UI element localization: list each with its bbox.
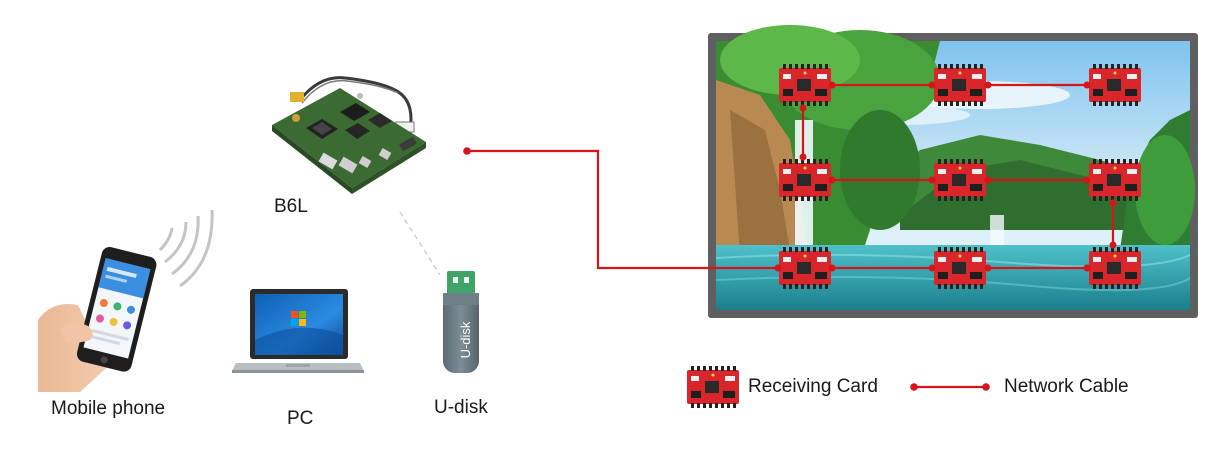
laptop-illustration	[232, 289, 364, 373]
controller-cable	[463, 147, 778, 270]
receiving-card-r1c3	[1089, 64, 1141, 106]
led-screen	[708, 25, 1198, 318]
udisk-dashed-link	[399, 211, 441, 276]
pc-label: PC	[287, 408, 314, 429]
receiving-card-r2c2	[934, 159, 986, 201]
receiving-card-r1c1	[779, 64, 831, 106]
link-dots	[774, 81, 1117, 272]
legend-cable-dot-right	[982, 383, 990, 391]
wifi-signal-icon	[158, 209, 214, 288]
legend-receiving-card-label: Receiving Card	[748, 376, 878, 397]
receiving-card-r2c1	[779, 159, 831, 201]
receiving-card-r2c3	[1089, 159, 1141, 201]
windows-logo-icon	[291, 311, 306, 326]
receiving-card-r3c2	[934, 247, 986, 289]
mobile-phone-label: Mobile phone	[51, 398, 166, 419]
receiving-card-r3c1	[779, 247, 831, 289]
receiving-card-r1c2	[934, 64, 986, 106]
udisk-label: U-disk	[434, 397, 488, 418]
mobile-phone-illustration	[38, 209, 214, 392]
legend-network-cable-label: Network Cable	[1004, 376, 1129, 397]
udisk-illustration: U-disk	[443, 271, 479, 373]
udisk-body-text: U-disk	[458, 321, 473, 358]
controller-label: B6L	[274, 196, 308, 217]
receiving-card-r3c3	[1089, 247, 1141, 289]
legend-cable-dot-left	[910, 383, 918, 391]
b6l-controller-board	[272, 76, 426, 194]
legend-receiving-card-icon	[687, 366, 739, 408]
legend	[687, 366, 990, 408]
